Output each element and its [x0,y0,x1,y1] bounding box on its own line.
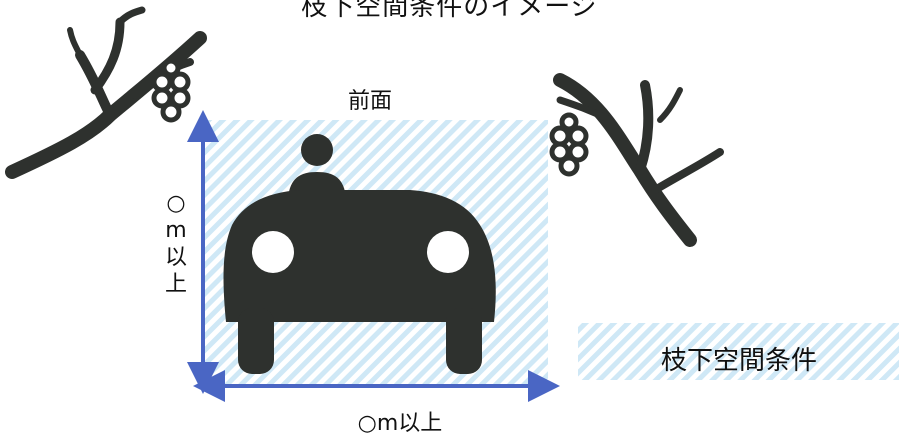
width-label: ○m以上 [357,411,443,436]
front-label: 前面 [347,89,392,114]
car-icon [223,190,496,374]
height-label-char: ○ [166,191,186,216]
height-label-char: m [165,218,187,243]
legend-swatch [578,323,899,380]
height-label-char: 上 [164,272,187,297]
grape-cluster-icon [151,58,191,123]
legend-label: 枝下空間条件 [660,346,817,376]
grape-cluster-icon [549,112,589,177]
height-label: ○ m 以 上 [156,190,196,298]
tree-branch-left-icon [5,6,207,179]
height-label-char: 以 [164,245,187,270]
diagram-title: 枝下空間条件のイメージ [301,0,598,22]
tree-branch-right-icon [553,73,724,247]
